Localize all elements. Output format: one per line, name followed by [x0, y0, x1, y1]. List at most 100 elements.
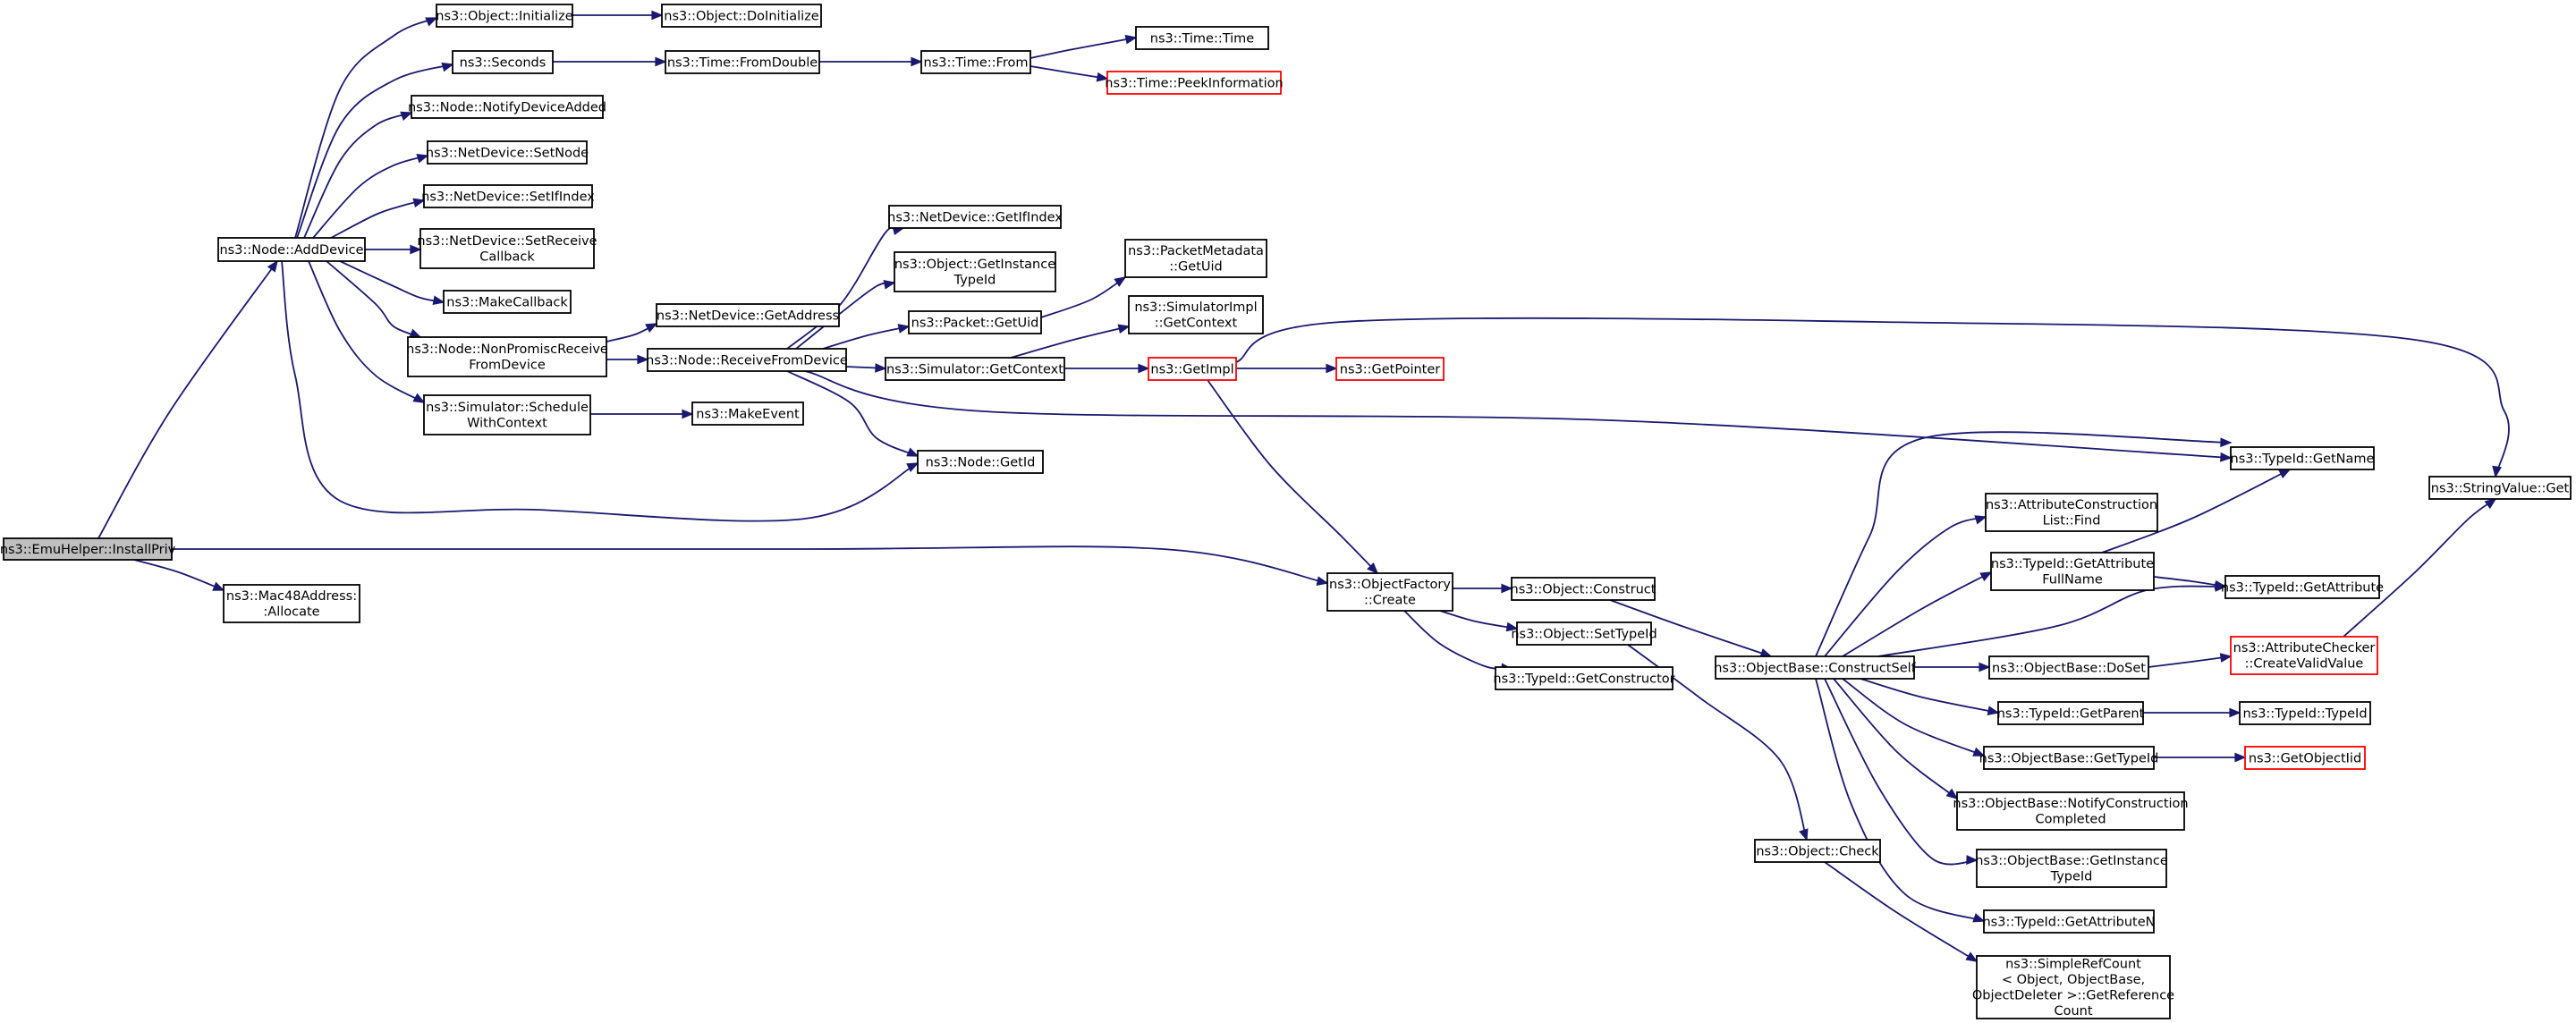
node-notifyconstruct[interactable]: ns3::ObjectBase::NotifyConstructionCompl…: [1953, 791, 2189, 831]
node-box[interactable]: [1956, 791, 2185, 831]
node-box[interactable]: [1976, 849, 2167, 888]
node-box[interactable]: [423, 394, 591, 435]
node-box[interactable]: [1990, 552, 2155, 591]
node-box[interactable]: [411, 95, 604, 119]
node-attrchecker[interactable]: ns3::AttributeChecker::CreateValidValue: [2230, 636, 2378, 675]
node-doset[interactable]: ns3::ObjectBase::DoSet: [1988, 655, 2149, 680]
node-timefrom[interactable]: ns3::Time::From: [920, 50, 1031, 74]
node-getaddress[interactable]: ns3::NetDevice::GetAddress: [656, 303, 840, 327]
node-box[interactable]: [1985, 493, 2158, 532]
node-fromdouble[interactable]: ns3::Time::FromDouble: [665, 50, 820, 74]
node-box[interactable]: [1495, 666, 1674, 690]
node-mac48[interactable]: ns3::Mac48Address::Allocate: [223, 584, 360, 623]
node-simctx[interactable]: ns3::Simulator::GetContext: [885, 357, 1065, 381]
node-box[interactable]: [691, 402, 804, 426]
node-typeidgetattr[interactable]: ns3::TypeId::GetAttribute: [2221, 575, 2384, 599]
node-box[interactable]: [656, 303, 840, 327]
node-nodegetid[interactable]: ns3::Node::GetId: [917, 450, 1044, 474]
node-box[interactable]: [1715, 655, 1915, 680]
node-objconstruct[interactable]: ns3::Object::Construct: [1511, 577, 1657, 601]
node-makecallback[interactable]: ns3::MakeCallback: [443, 290, 572, 314]
node-box[interactable]: [419, 228, 595, 269]
node-box[interactable]: [661, 4, 822, 28]
node-box[interactable]: [1754, 839, 1881, 863]
node-box[interactable]: [1106, 71, 1282, 95]
node-box[interactable]: [2224, 575, 2380, 599]
node-box[interactable]: [2230, 446, 2375, 470]
node-objbasegettypeid[interactable]: ns3::ObjectBase::GetTypeId: [1979, 746, 2159, 770]
node-simplerefcount[interactable]: ns3::SimpleRefCount< Object, ObjectBase,…: [1972, 955, 2174, 1019]
node-seconds[interactable]: ns3::Seconds: [452, 50, 554, 74]
node-box[interactable]: [1511, 577, 1656, 601]
node-getifindex[interactable]: ns3::NetDevice::GetIfIndex: [887, 205, 1063, 229]
node-box[interactable]: [1135, 26, 1269, 50]
node-peekinfo[interactable]: ns3::Time::PeekInformation: [1105, 71, 1284, 95]
node-objfactory[interactable]: ns3::ObjectFactory::Create: [1326, 572, 1453, 612]
node-box[interactable]: [452, 50, 554, 74]
node-box[interactable]: [443, 290, 572, 314]
node-box[interactable]: [1983, 909, 2155, 934]
node-setifindex[interactable]: ns3::NetDevice::SetIfIndex: [421, 184, 595, 208]
node-box[interactable]: [1976, 955, 2171, 1019]
node-objsettypeid[interactable]: ns3::Object::SetTypeId: [1511, 621, 1657, 646]
node-getpointer[interactable]: ns3::GetPointer: [1335, 357, 1445, 381]
node-box[interactable]: [1516, 621, 1652, 646]
node-box[interactable]: [1148, 357, 1237, 381]
node-box[interactable]: [1983, 746, 2155, 770]
node-box[interactable]: [2244, 746, 2366, 770]
node-pktmetauid[interactable]: ns3::PacketMetadata::GetUid: [1124, 239, 1267, 278]
node-box[interactable]: [1326, 572, 1453, 612]
node-notifyadded[interactable]: ns3::Node::NotifyDeviceAdded: [408, 95, 606, 119]
node-simimplctx[interactable]: ns3::SimulatorImpl::GetContext: [1128, 295, 1264, 334]
node-setnode[interactable]: ns3::NetDevice::SetNode: [426, 140, 589, 165]
node-box[interactable]: [223, 584, 360, 623]
node-getattributen[interactable]: ns3::TypeId::GetAttributeN: [1982, 909, 2156, 934]
node-objinit[interactable]: ns3::Object::Initialize: [436, 4, 573, 28]
node-timetime[interactable]: ns3::Time::Time: [1135, 26, 1269, 50]
node-box[interactable]: [894, 251, 1056, 292]
node-box[interactable]: [217, 237, 366, 262]
node-stringvalget[interactable]: ns3::StringValue::Get: [2428, 476, 2572, 500]
node-box[interactable]: [3, 537, 173, 561]
node-box[interactable]: [2428, 476, 2572, 500]
node-box[interactable]: [920, 50, 1031, 74]
node-box[interactable]: [1128, 295, 1264, 334]
node-getobjectiid[interactable]: ns3::GetObjectIid: [2244, 746, 2366, 770]
node-objcheck[interactable]: ns3::Object::Check: [1754, 839, 1881, 863]
node-box[interactable]: [2239, 701, 2371, 725]
node-getimpl[interactable]: ns3::GetImpl: [1148, 357, 1237, 381]
node-constructself[interactable]: ns3::ObjectBase::ConstructSelf: [1714, 655, 1917, 680]
node-typeidgetname[interactable]: ns3::TypeId::GetName: [2230, 446, 2375, 470]
node-box[interactable]: [917, 450, 1044, 474]
node-box[interactable]: [1988, 655, 2149, 680]
node-box[interactable]: [908, 310, 1042, 334]
node-box[interactable]: [888, 205, 1062, 229]
node-install[interactable]: ns3::EmuHelper::InstallPriv: [0, 537, 176, 561]
node-box[interactable]: [407, 336, 607, 377]
node-box[interactable]: [423, 184, 593, 208]
node-box[interactable]: [1335, 357, 1445, 381]
node-makeevent[interactable]: ns3::MakeEvent: [691, 402, 804, 426]
node-box[interactable]: [885, 357, 1065, 381]
node-getparent[interactable]: ns3::TypeId::GetParent: [1997, 701, 2145, 725]
node-box[interactable]: [1124, 239, 1267, 278]
node-box[interactable]: [665, 50, 820, 74]
node-box[interactable]: [427, 140, 588, 165]
node-box[interactable]: [647, 348, 847, 372]
node-objdoinit[interactable]: ns3::Object::DoInitialize: [661, 4, 822, 28]
node-packetuid[interactable]: ns3::Packet::GetUid: [908, 310, 1042, 334]
node-adddevice[interactable]: ns3::Node::AddDevice: [217, 237, 366, 262]
node-typeidtypeid[interactable]: ns3::TypeId::TypeId: [2239, 701, 2371, 725]
node-box[interactable]: [436, 4, 573, 28]
node-box[interactable]: [1997, 701, 2144, 725]
node-box[interactable]: [2230, 636, 2378, 675]
node-getconstructor[interactable]: ns3::TypeId::GetConstructor: [1493, 666, 1675, 690]
node-recvfromdev[interactable]: ns3::Node::ReceiveFromDevice: [646, 348, 848, 372]
